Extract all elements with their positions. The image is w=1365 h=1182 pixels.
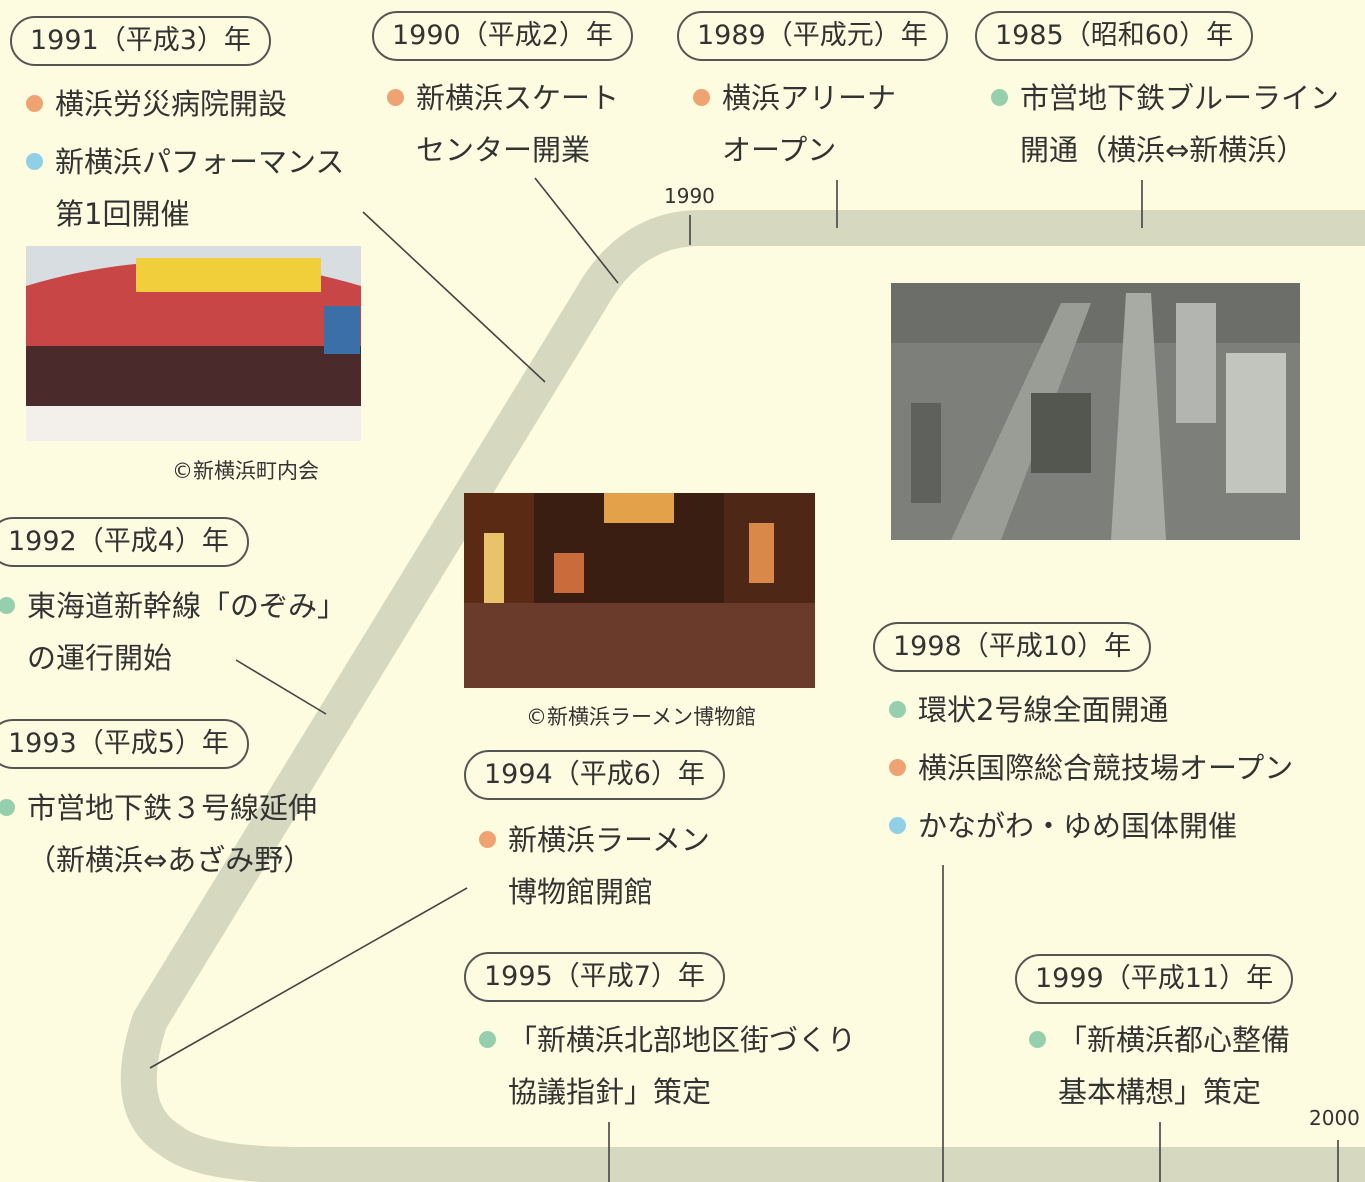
photo-ramen-museum [464,493,815,688]
event-text-line2: 基本構想」策定 [1058,1075,1262,1109]
event-text: 「新横浜都心整備 [1058,1023,1291,1057]
tick-label-1990: 1990 [664,184,715,208]
event-text: 市営地下鉄ブルーライン [1020,81,1340,115]
year-badge-1998: 1998（平成10）年 [873,622,1152,672]
leader-1990 [534,177,619,284]
event-text: 横浜労災病院開設 [55,87,288,121]
year-badge-1992: 1992（平成4）年 [0,517,249,567]
connector-lines [149,177,1339,1182]
year-badge-1985: 1985（昭和60）年 [975,11,1254,61]
event-text-line2: 博物館開館 [508,875,654,909]
event-text: 東海道新幹線「のぞみ」 [27,589,347,623]
bullet-dot [889,817,906,834]
year-badge-1989: 1989（平成元）年 [677,11,948,61]
bullet-dot [479,831,496,848]
photo-caption: ©新横浜町内会 [172,459,319,483]
event-item: 「新横浜都心整備 基本構想」策定 [1029,1014,1291,1118]
event-item: 市営地下鉄ブルーライン 開通（横浜⇔新横浜） [991,72,1340,176]
leader-1991 [362,211,546,383]
year-badge-1994: 1994（平成6）年 [464,750,725,800]
photo-performance-stage [26,246,361,441]
event-text: 新横浜スケート [416,81,620,115]
event-text: かながわ・ゆめ国体開催 [918,809,1238,843]
event-text: 環状2号線全面開通 [918,693,1169,727]
bullet-dot [26,153,43,170]
year-badge-1999: 1999（平成11）年 [1015,954,1294,1004]
event-text-line2: 第1回開催 [55,197,190,231]
photo-caption: ©新横浜ラーメン博物館 [526,705,757,729]
event-text-line2: 協議指針」策定 [508,1075,712,1109]
year-badge-1990: 1990（平成2）年 [372,11,633,61]
event-text-line2: 開通（横浜⇔新横浜） [1020,133,1306,167]
event-text: 横浜国際総合競技場オープン [918,751,1294,785]
event-text-line2: センター開業 [416,133,591,167]
event-text: 新横浜ラーメン [508,823,710,857]
event-item: 新横浜ラーメン 博物館開館 [479,814,710,918]
event-item: 新横浜スケート センター開業 [387,72,620,176]
event-item: 新横浜パフォーマンス 第1回開催 [26,136,345,240]
timeline-road [120,210,1365,1182]
photo-aerial-city [891,283,1300,540]
event-text-line2: オープン [722,133,837,167]
event-item: 横浜国際総合競技場オープン [889,742,1294,794]
event-text: 横浜アリーナ [722,81,897,115]
event-item: 東海道新幹線「のぞみ」 の運行開始 [0,580,347,684]
leader-1994 [149,887,468,1069]
event-item: 環状2号線全面開通 [889,684,1169,736]
bullet-dot [479,1031,496,1048]
event-text: 新横浜パフォーマンス [55,145,345,179]
event-item: 横浜労災病院開設 [26,78,288,130]
bullet-dot [1029,1031,1046,1048]
bullet-dot [991,89,1008,106]
year-badge-1995: 1995（平成7）年 [464,952,725,1002]
event-item: かながわ・ゆめ国体開催 [889,800,1238,852]
bullet-dot [0,799,15,816]
event-text: 「新横浜北部地区街づくり [508,1023,857,1057]
bullet-dot [26,95,43,112]
event-text-line2: の運行開始 [27,641,173,675]
bullet-dot [0,597,15,614]
bullet-dot [693,89,710,106]
event-text-line2: （新横浜⇔あざみ野） [27,843,313,877]
tick-label-2000: 2000 [1309,1106,1360,1130]
year-badge-1991: 1991（平成3）年 [10,16,271,66]
event-item: 市営地下鉄３号線延伸 （新横浜⇔あざみ野） [0,782,318,886]
bullet-dot [889,701,906,718]
year-badge-1993: 1993（平成5）年 [0,719,249,769]
leader-1992 [235,659,327,715]
bullet-dot [889,759,906,776]
bullet-dot [387,89,404,106]
event-item: 横浜アリーナ オープン [693,72,897,176]
event-text: 市営地下鉄３号線延伸 [27,791,318,825]
event-item: 「新横浜北部地区街づくり 協議指針」策定 [479,1014,857,1118]
